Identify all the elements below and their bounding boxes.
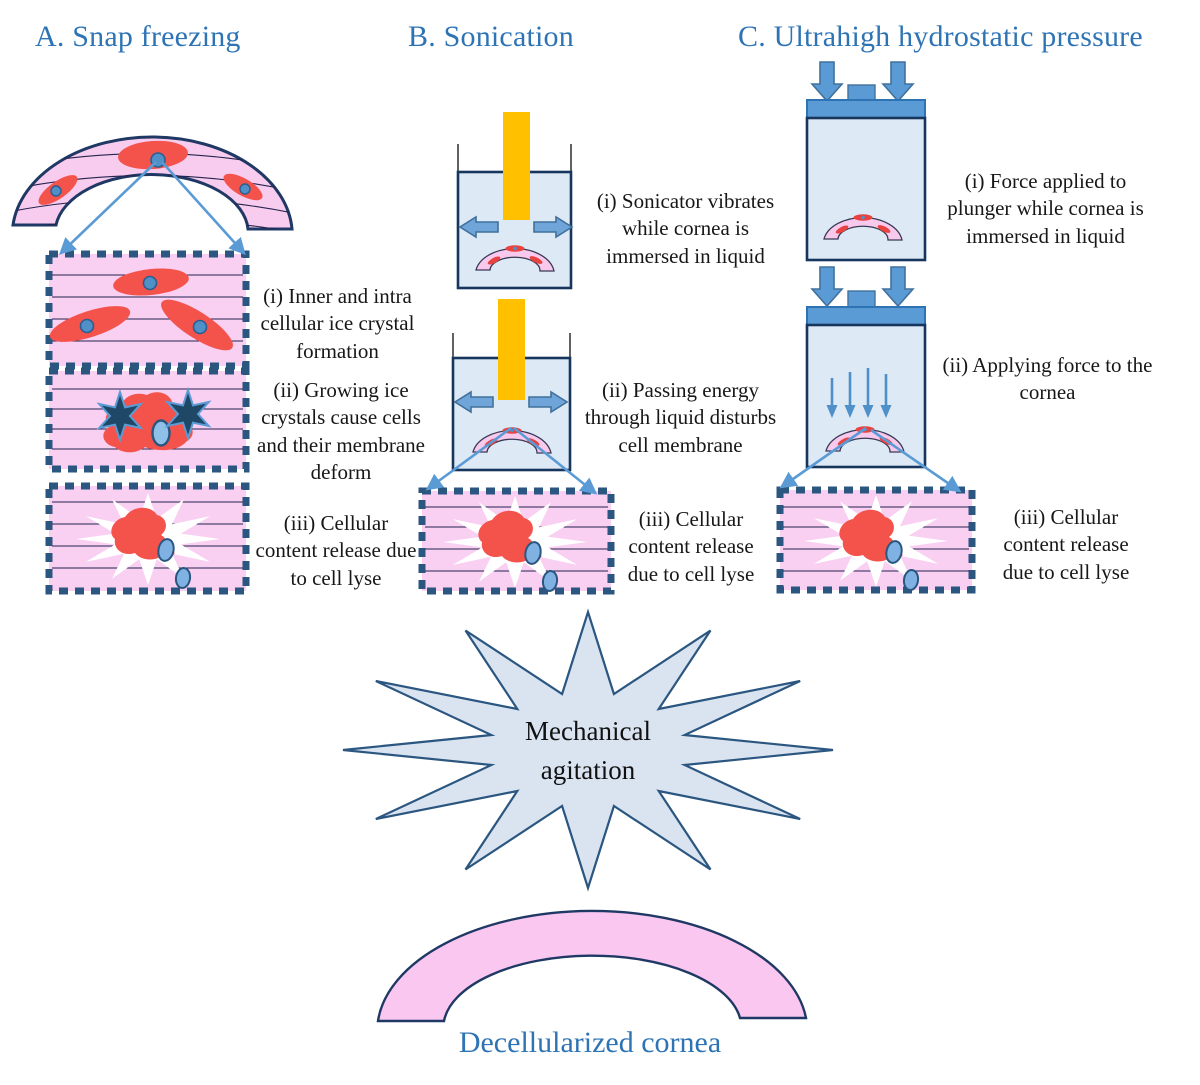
snap-freezing-box-2 xyxy=(45,367,250,473)
cell-nucleus xyxy=(151,419,171,447)
sonication-beaker-2 xyxy=(451,299,572,472)
panel-c-title: C. Ultrahigh hydrostatic pressure xyxy=(738,20,1143,53)
sonicator-probe xyxy=(498,299,525,400)
pressure-vessel-1 xyxy=(805,61,927,262)
panel-c-step-1: (i) Force applied to plunger while corne… xyxy=(947,169,1144,248)
panel-a-step-3: (iii) Cellular content release due to ce… xyxy=(255,511,417,590)
panel-a-step-2: (ii) Growing ice crystals cause cells an… xyxy=(257,378,425,484)
sonication-box-3 xyxy=(418,487,615,595)
panel-a-step-1: (i) Inner and intra cellular ice crystal… xyxy=(260,284,415,363)
result-label: Decellularized cornea xyxy=(458,1026,722,1059)
plunger-knob xyxy=(847,290,876,308)
panel-a-title: A. Snap freezing xyxy=(35,20,241,53)
pressure-box-3 xyxy=(776,486,976,594)
liquid-chamber xyxy=(805,323,927,469)
panel-b-step-2: (ii) Passing energy through liquid distu… xyxy=(584,378,777,457)
panel-b-title: B. Sonication xyxy=(408,20,574,53)
panel-c-step-3: (iii) Cellular content release due to ce… xyxy=(1002,505,1130,584)
decellularized-cornea-shape xyxy=(376,909,808,1023)
mechanical-agitation-burst xyxy=(342,608,834,892)
sonication-beaker-1 xyxy=(456,112,574,290)
panel-b-step-3: (iii) Cellular content release due to ce… xyxy=(627,507,755,586)
panel-b-step-1: (i) Sonicator vibrates while cornea is i… xyxy=(596,189,775,268)
plunger-lid xyxy=(806,99,926,119)
vibration-arrow-left xyxy=(458,215,499,239)
vibration-arrow-right xyxy=(533,215,574,239)
burst-label: Mechanical agitation xyxy=(525,716,651,786)
vibration-arrow-left xyxy=(453,390,494,414)
intact-cells xyxy=(49,268,233,351)
panel-c-step-2: (ii) Applying force to the cornea xyxy=(942,353,1153,405)
snap-freezing-box-3 xyxy=(45,482,250,595)
plunger-lid xyxy=(806,306,926,326)
sonicator-probe xyxy=(503,112,530,220)
cornea-arch-a xyxy=(11,135,294,231)
pressure-vessel-2 xyxy=(805,266,927,469)
snap-freezing-box-1 xyxy=(45,250,250,370)
vibration-arrow-right xyxy=(528,390,569,414)
force-arrows xyxy=(826,368,892,418)
